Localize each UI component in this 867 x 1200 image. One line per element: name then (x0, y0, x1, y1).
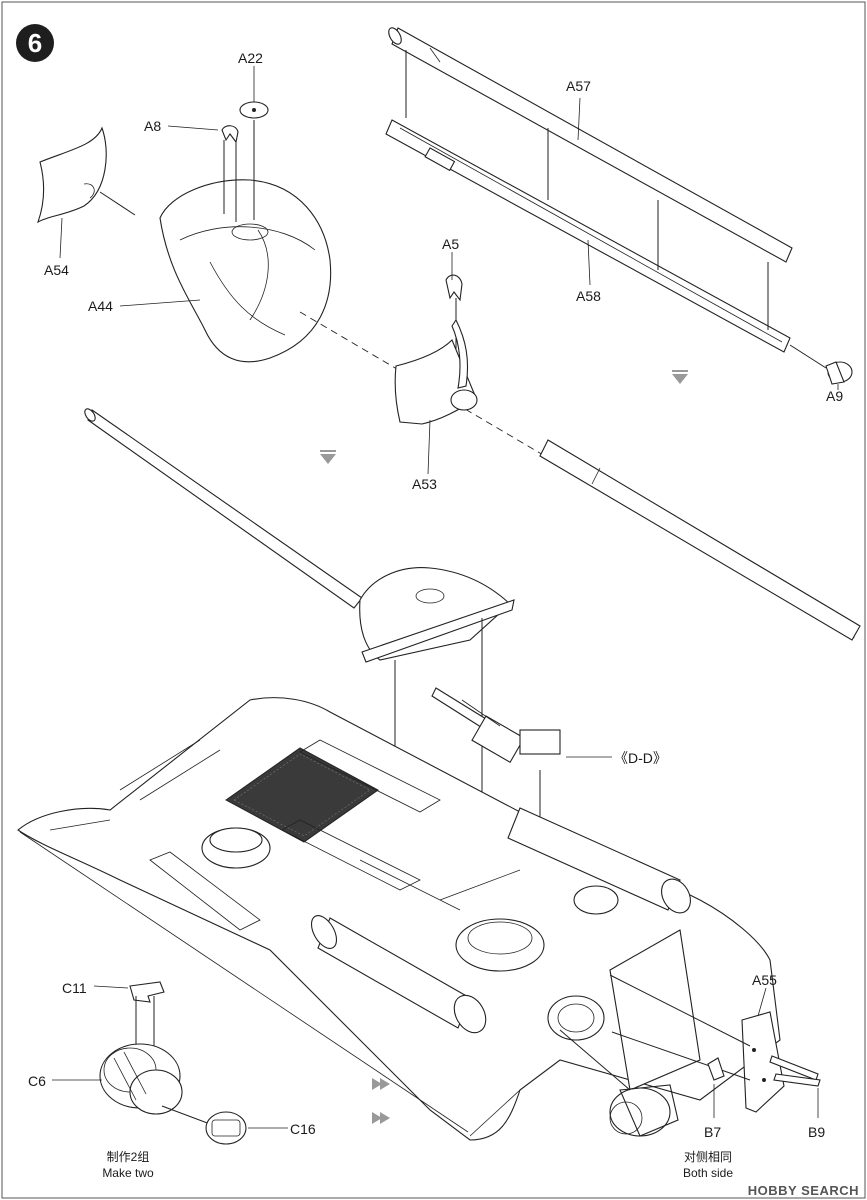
note-make-two-en: Make two (102, 1166, 154, 1180)
label-a55: A55 (752, 972, 777, 988)
note-both-side-en: Both side (682, 1166, 734, 1180)
label-a58: A58 (576, 288, 601, 304)
part-a44-mantlet (159, 179, 332, 363)
part-a9-muzzle (825, 361, 853, 385)
step-number-badge: 6 (16, 24, 54, 62)
part-a8-hook (221, 125, 239, 144)
engine-grille (225, 747, 379, 843)
part-a53-sleeve (394, 318, 478, 425)
label-c16: C16 (290, 1121, 316, 1137)
hull-deck-details (49, 739, 545, 972)
watermark: HOBBY SEARCH (747, 1183, 859, 1198)
part-a55-plate (741, 1011, 785, 1113)
label-c6: C6 (28, 1073, 46, 1089)
label-b7: B7 (704, 1124, 722, 1140)
main-gun-barrel (84, 408, 861, 641)
rear-exhaust-plate (609, 929, 701, 1091)
label-a53: A53 (412, 476, 437, 492)
label-a8: A8 (144, 118, 162, 134)
part-a54-shield (36, 126, 107, 224)
hull-fuel-drums (310, 807, 691, 1034)
label-b9: B9 (808, 1124, 826, 1140)
label-a22: A22 (238, 50, 263, 66)
label-a5: A5 (442, 236, 460, 252)
part-a5-bracket (445, 274, 463, 302)
part-a58-half (385, 119, 791, 353)
label-a44: A44 (88, 298, 113, 314)
flow-arrow-markers (320, 370, 688, 1124)
part-b9-rod (769, 1055, 821, 1087)
rear-exhausts (547, 995, 679, 1137)
label-dd: 《D-D》 (614, 750, 667, 766)
label-a57: A57 (566, 78, 591, 94)
leader-lines (52, 66, 839, 1129)
part-a22-cap (239, 101, 269, 119)
note-make-two-cn: 制作2组 (106, 1150, 150, 1164)
part-b7 (707, 1057, 725, 1081)
label-c11: C11 (62, 980, 87, 996)
note-both-side-cn: 对侧相同 (683, 1150, 732, 1164)
label-a9: A9 (826, 388, 844, 404)
assembled-mantlet (359, 567, 515, 663)
label-a54: A54 (44, 262, 69, 278)
inset-drum-assembly (99, 981, 247, 1145)
part-dd-machine-gun (431, 687, 561, 764)
part-a57-tube (388, 27, 793, 263)
